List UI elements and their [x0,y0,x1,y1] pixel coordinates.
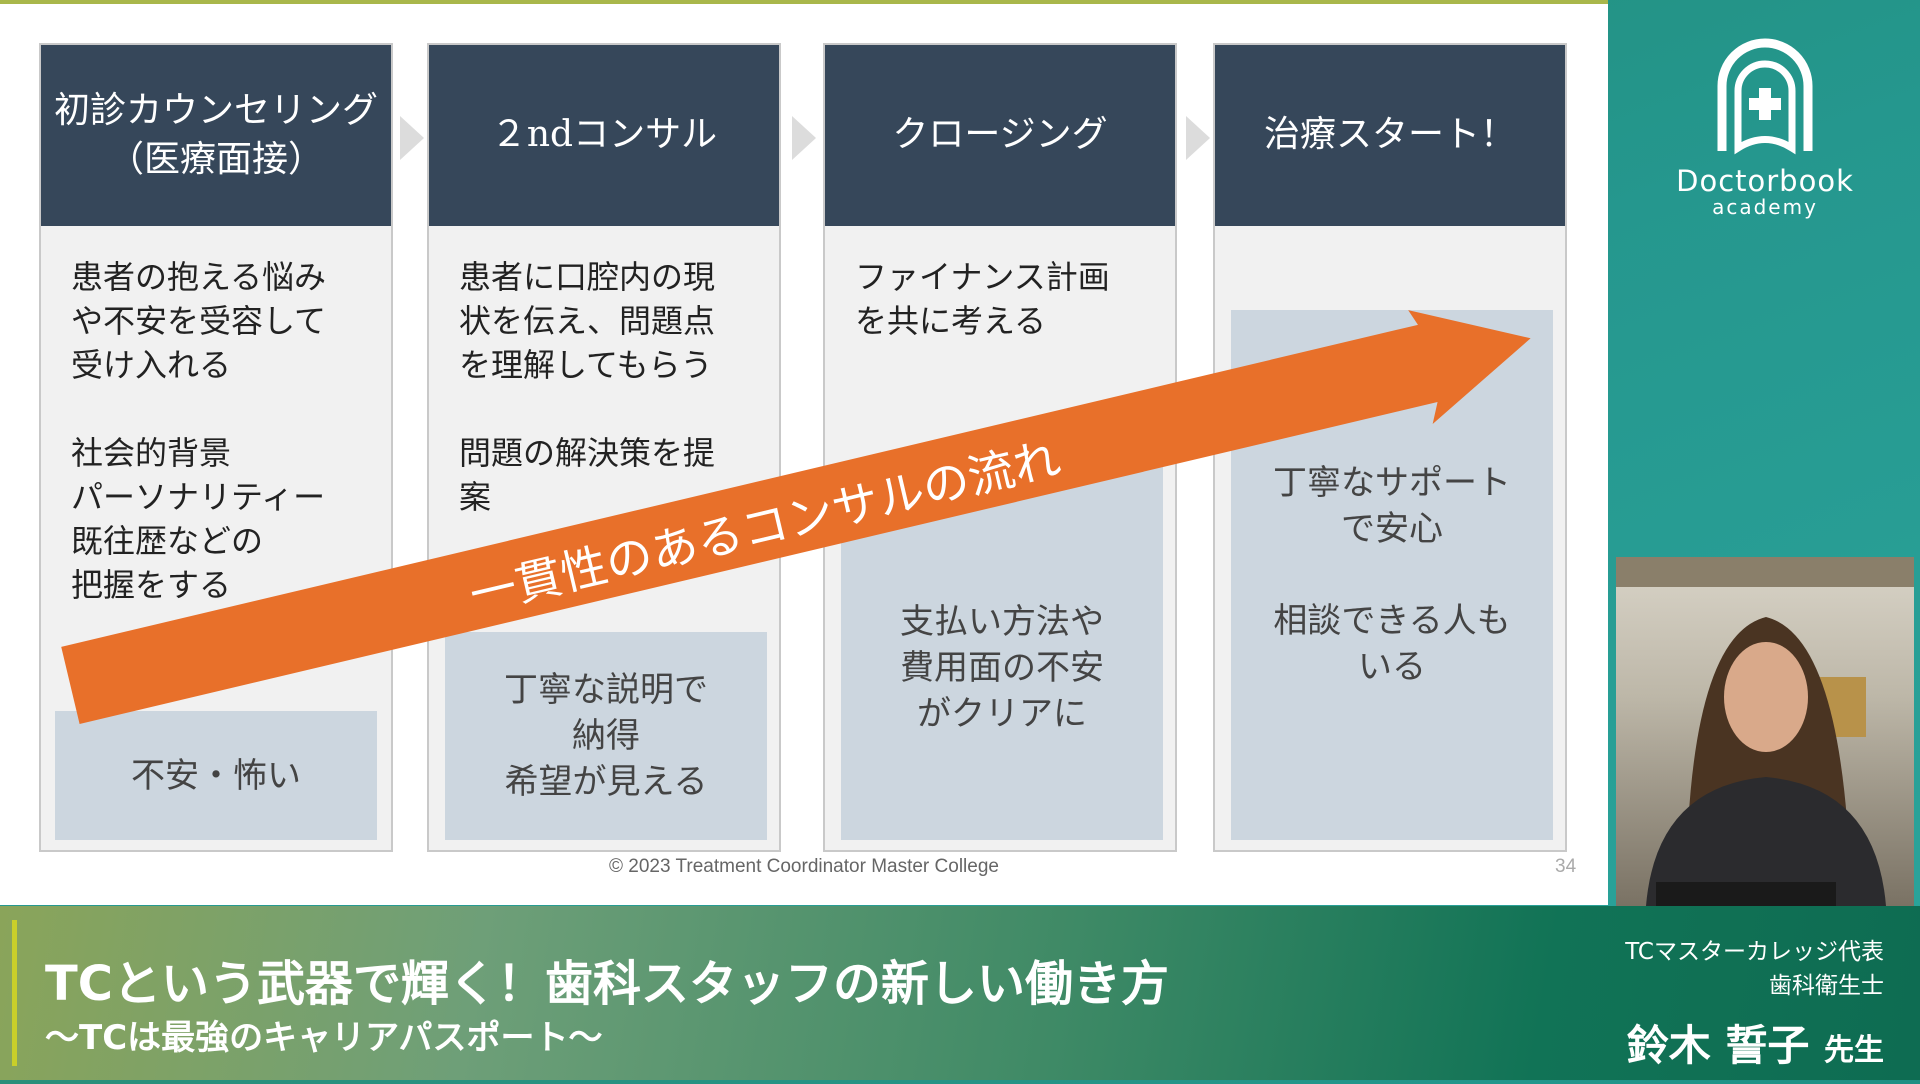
step-column-3: クロージング ファイナンス計画 を共に考える 支払い方法や 費用面の不安 がクリ… [823,43,1177,852]
speaker-figure [1616,557,1914,906]
speaker-profession: 歯科衛生士 [1769,973,1884,999]
step-header: 治療スタート！ [1215,45,1565,226]
step-column-2: ２ndコンサル 患者に口腔内の現 状を伝え、問題点 を理解してもらう 問題の解決… [427,43,781,852]
step-description: 患者に口腔内の現 状を伝え、問題点 を理解してもらう 問題の解決策を提 案 [459,258,716,516]
step-header: ２ndコンサル [429,45,779,226]
speaker-role: TCマスターカレッジ代表 [1625,939,1884,965]
step-description: 患者の抱える悩み や不安を受容して 受け入れる 社会的背景 パーソナリティー 既… [71,258,327,604]
patient-feeling-box: 支払い方法や 費用面の不安 がクリアに [841,465,1163,840]
doctorbook-logo: Doctorbook academy [1660,36,1870,219]
title-banner: TCという武器で輝く！歯科スタッフの新しい働き方 〜TCは最強のキャリアパスポー… [0,906,1920,1080]
accent-bar [12,920,17,1066]
logo-icon [1717,38,1813,155]
logo-sub: academy [1712,195,1818,219]
step-column-4: 治療スタート！ 丁寧なサポート で安心 相談できる人も いる [1213,43,1567,852]
program-subtitle: 〜TCは最強のキャリアパスポート〜 [45,1018,603,1058]
chevron-right-icon [400,116,424,160]
patient-feeling-box: 丁寧なサポート で安心 相談できる人も いる [1231,310,1553,840]
page-number: 34 [1555,856,1577,877]
chevron-right-icon [1186,116,1210,160]
speaker-video [1616,557,1914,906]
step-column-1: 初診カウンセリング （医療面接） 患者の抱える悩み や不安を受容して 受け入れる… [39,43,393,852]
copyright-footer: © 2023 Treatment Coordinator Master Coll… [609,856,999,877]
patient-feeling-box: 丁寧な説明で 納得 希望が見える [445,632,767,840]
speaker-honorific: 先生 [1824,1033,1884,1068]
speaker-name-text: 鈴木 誓子 [1626,1021,1810,1070]
step-header: 初診カウンセリング （医療面接） [41,45,391,226]
speaker-name: 鈴木 誓子 先生 [1627,1012,1884,1073]
logo-name: Doctorbook [1676,164,1854,198]
patient-feeling-box: 不安・怖い [55,711,377,840]
program-title: TCという武器で輝く！歯科スタッフの新しい働き方 [45,956,1169,1012]
chevron-right-icon [792,116,816,160]
presentation-slide: 初診カウンセリング （医療面接） 患者の抱える悩み や不安を受容して 受け入れる… [0,0,1608,877]
step-header: クロージング [825,45,1175,226]
step-description: ファイナンス計画 を共に考える [855,258,1110,340]
